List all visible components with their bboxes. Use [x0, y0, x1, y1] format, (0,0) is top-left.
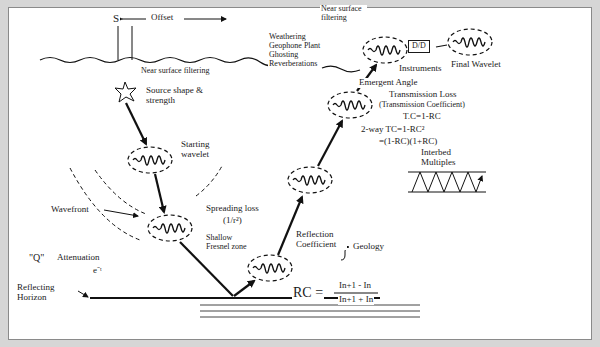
annotation-label: Ghosting [268, 51, 299, 60]
annotation-label: Shallow Fresnel zone [205, 234, 252, 252]
annotation-label: Near surface filtering [140, 67, 210, 76]
annotation-label: Spreading loss [205, 204, 260, 214]
annotation-label: e⁻ᵗ [92, 266, 103, 276]
annotation-label: Geophone Plant [268, 42, 321, 51]
annotation-label: Final Wavelet [450, 60, 502, 70]
annotation-label: Interbed Multiples [420, 148, 482, 168]
annotation-label: Reverberations [268, 60, 318, 69]
annotation-label: Attenuation [56, 253, 101, 263]
instrument-box: D/D [408, 40, 430, 53]
annotation-label: Near surface filtering [320, 5, 367, 23]
annotation-label: =(1-RC)(1+RC) [378, 137, 438, 147]
annotation-label: S [112, 12, 120, 24]
annotation-label: Starting wavelet [180, 140, 232, 160]
annotation-label: (Transmission Coefficient) [378, 101, 466, 110]
annotation-label: Weathering [268, 33, 307, 42]
annotation-label: RC = [292, 285, 324, 300]
annotation-label: In+1 + In [338, 295, 374, 305]
annotation-label: Transmission Loss [388, 90, 457, 100]
annotation-label: (1/r²) [222, 216, 243, 226]
annotation-label: 2-way TC=1-RC² [360, 125, 425, 135]
annotation-label: Source shape & strength [145, 86, 217, 106]
annotation-label: Offset [150, 13, 174, 23]
box-text: D/D [412, 42, 426, 51]
annotation-label: Reflecting Horizon [16, 283, 76, 303]
annotation-label: In+1 - In [338, 281, 372, 291]
annotation-label: T.C=1-RC [402, 112, 442, 122]
annotation-label: Instruments [398, 64, 443, 74]
annotation-label: Wavefront [50, 205, 90, 215]
annotation-label: Emergent Angle [358, 78, 419, 88]
annotation-label: Reflection Coefficient [295, 230, 347, 250]
annotation-label: Geology [352, 242, 385, 252]
annotation-label: "Q" [28, 252, 45, 263]
